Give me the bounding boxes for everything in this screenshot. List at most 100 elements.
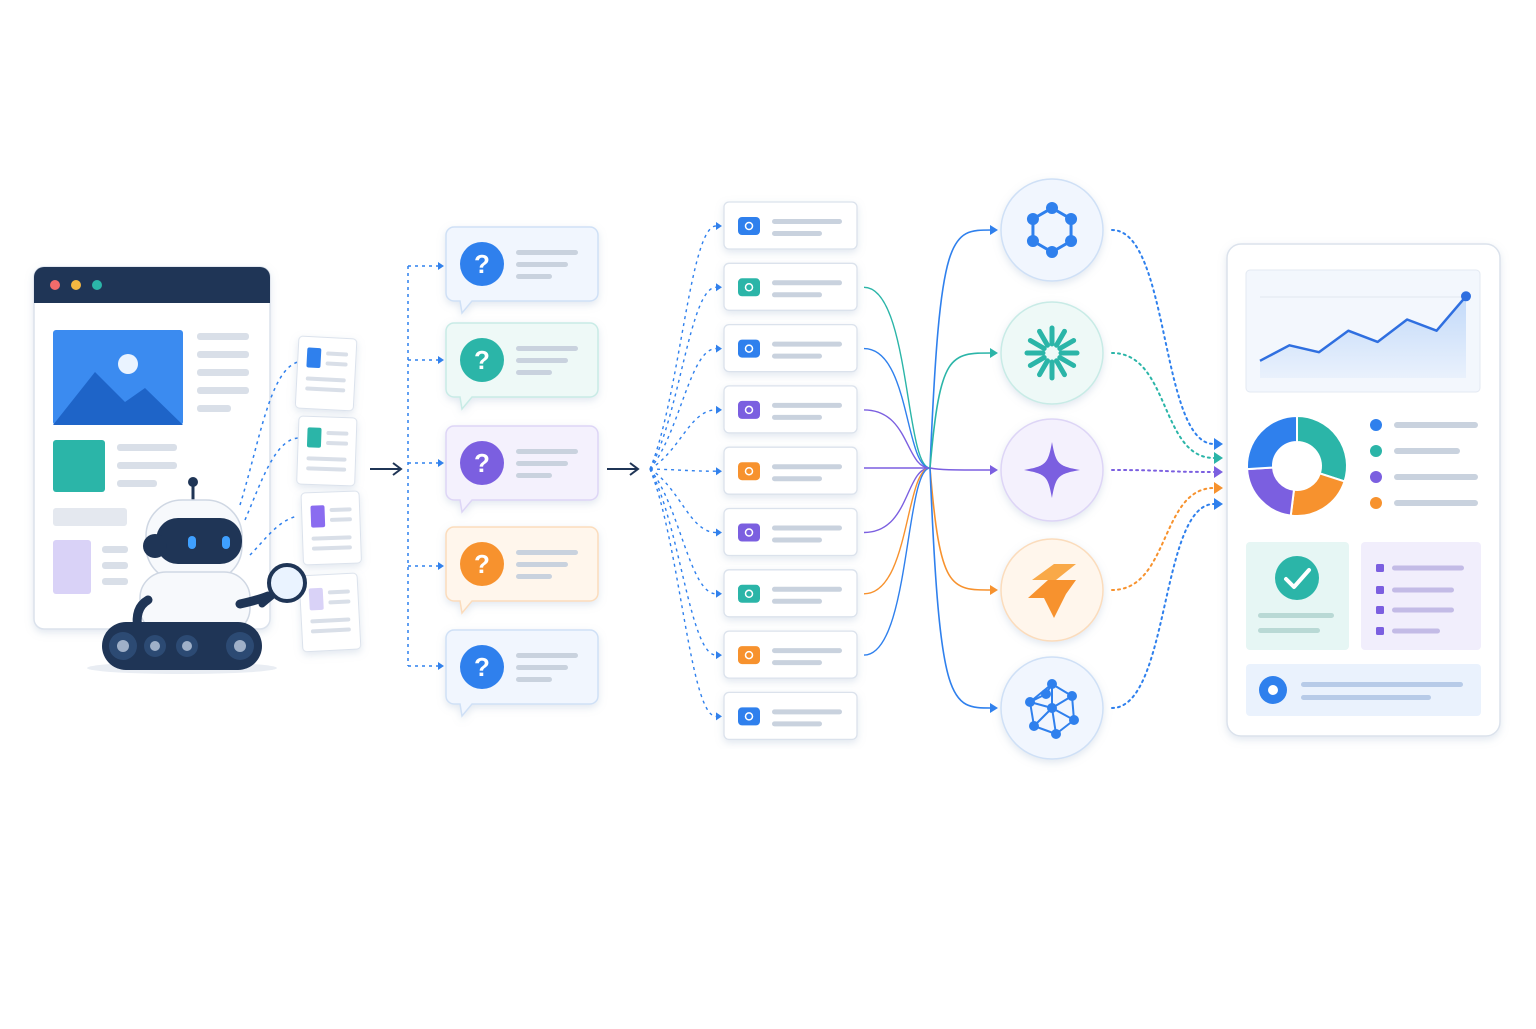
burst-ray	[1054, 328, 1067, 348]
hub-to-model-link	[929, 229, 993, 469]
answer-card	[723, 507, 858, 557]
hexagon-node	[1026, 235, 1039, 247]
model-to-dashboard-link	[1111, 487, 1215, 591]
text-line	[772, 476, 822, 482]
neural-network-icon	[1025, 679, 1079, 739]
chat-icon	[738, 646, 760, 665]
text-line	[772, 525, 842, 531]
model-to-dashboard-link	[1111, 469, 1215, 473]
burst-ray	[1054, 358, 1067, 378]
burst-ray	[1027, 338, 1047, 351]
fanout-link	[649, 468, 717, 718]
donut-slice	[1246, 414, 1298, 471]
answer-row	[723, 507, 858, 557]
answer-card	[723, 569, 858, 618]
text-line	[772, 721, 822, 727]
hub-to-model-link	[929, 352, 993, 469]
chunk-card-2	[296, 415, 358, 487]
question-card: ?	[445, 322, 599, 411]
checklist-bullet	[1376, 586, 1384, 594]
extracted-chunks	[294, 335, 362, 653]
chat-icon-dot	[744, 405, 754, 415]
legend-dot	[1370, 445, 1382, 457]
answer-row	[723, 201, 858, 250]
answer-card	[723, 385, 858, 434]
flow-arrow-1	[370, 462, 403, 476]
chat-icon-dot	[744, 589, 754, 599]
fanout-arrowhead	[716, 528, 722, 537]
fanout-link	[649, 225, 717, 470]
question-mark: ?	[474, 249, 490, 279]
checklist-bullet	[1376, 627, 1384, 635]
answer-to-hub-link	[863, 347, 931, 469]
window-maximize-dot	[92, 280, 102, 290]
chat-icon-dot	[744, 650, 754, 660]
model-node	[1000, 656, 1104, 760]
model-node	[1000, 538, 1104, 642]
answer-card	[723, 630, 858, 679]
chat-icon	[738, 278, 760, 297]
question-mark: ?	[474, 448, 490, 478]
chat-icon-dot	[744, 283, 754, 292]
question-link-heads	[438, 262, 444, 670]
model-node	[1000, 418, 1104, 522]
fanout-arrowhead	[716, 467, 722, 476]
hub-to-model-link	[929, 467, 993, 591]
question-icon	[460, 542, 504, 586]
network-node	[1047, 679, 1057, 689]
chunk-card-3	[300, 490, 362, 566]
info-icon	[1259, 676, 1287, 704]
text-line	[516, 274, 552, 279]
line-chart-line	[1259, 295, 1467, 362]
text-line	[516, 449, 578, 454]
legend-text-line	[1394, 474, 1478, 480]
burst-ray	[1057, 338, 1077, 351]
fanout-link	[649, 468, 717, 534]
gray-bar	[53, 508, 127, 526]
hub-to-model-link	[929, 467, 993, 709]
question-card: ?	[445, 526, 599, 615]
chat-icon	[738, 584, 760, 603]
text-line	[772, 598, 822, 604]
question-mark: ?	[474, 652, 490, 682]
text-line	[516, 250, 578, 255]
hub-to-model-arrowhead	[990, 703, 998, 713]
network-node	[1047, 703, 1057, 713]
hexagon-node	[1046, 202, 1058, 214]
question-mark: ?	[474, 549, 490, 579]
text-lines	[102, 333, 249, 585]
hexagon-node	[1046, 246, 1058, 258]
text-line	[516, 574, 552, 579]
fanout-arrowhead	[716, 589, 722, 598]
text-line	[772, 709, 842, 715]
robot-eye-right	[222, 536, 230, 549]
answer-card	[723, 323, 858, 373]
question-icon	[460, 645, 504, 689]
fanout-arrowhead	[716, 283, 722, 292]
chat-icon	[738, 523, 760, 542]
chat-icon	[738, 217, 760, 235]
text-line	[516, 473, 552, 478]
model-node	[1000, 178, 1104, 282]
model-to-dashboard-link	[1111, 229, 1215, 445]
text-line	[772, 414, 822, 420]
text-line	[516, 461, 568, 466]
text-line	[772, 464, 842, 470]
model-routing-links	[863, 225, 998, 713]
hexagon-node	[1026, 213, 1039, 225]
dashboard-arrowhead	[1214, 466, 1223, 478]
model-circle	[1000, 178, 1104, 282]
dashboard-arrowhead	[1214, 438, 1223, 450]
legend-dot	[1370, 419, 1382, 431]
network-node	[1041, 689, 1051, 699]
legend-text-line	[1394, 500, 1478, 506]
text-line	[516, 358, 568, 363]
chunk-card-4	[298, 572, 362, 653]
text-line	[516, 653, 578, 658]
hub-to-model-link	[929, 467, 993, 471]
bolt-top	[1032, 564, 1076, 580]
question-links	[407, 265, 438, 667]
fanout-arrowhead	[716, 405, 722, 414]
fanout-arrowhead	[716, 222, 722, 230]
